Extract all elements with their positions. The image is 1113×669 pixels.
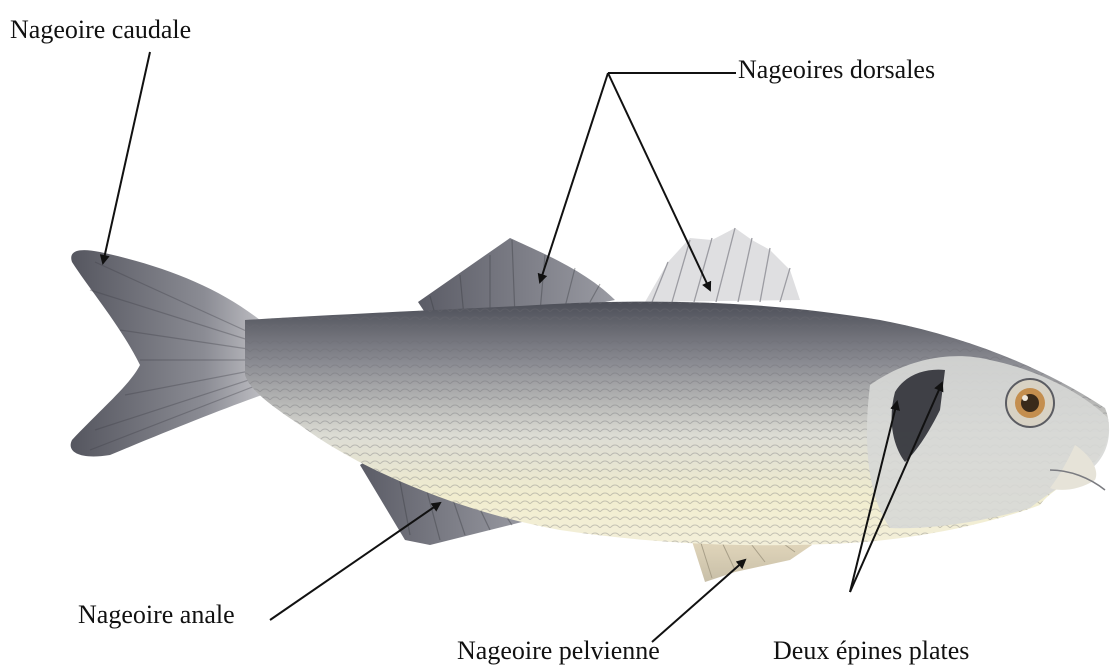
caudal-fin bbox=[71, 250, 262, 456]
arrow-pelvienne bbox=[652, 560, 745, 642]
label-nageoire-pelvienne: Nageoire pelvienne bbox=[457, 638, 660, 664]
label-nageoires-dorsales: Nageoires dorsales bbox=[738, 57, 935, 83]
fish-head bbox=[867, 356, 1109, 528]
arrow-dorsal-2 bbox=[608, 73, 710, 290]
label-nageoire-anale: Nageoire anale bbox=[78, 602, 235, 628]
eye bbox=[1006, 379, 1054, 427]
arrow-anale bbox=[270, 503, 440, 620]
label-nageoire-caudale: Nageoire caudale bbox=[10, 17, 191, 43]
arrow-dorsal-1 bbox=[540, 73, 608, 282]
second-dorsal-fin bbox=[645, 228, 800, 302]
label-deux-epines-plates: Deux épines plates bbox=[773, 638, 969, 664]
arrow-caudale bbox=[103, 52, 150, 263]
